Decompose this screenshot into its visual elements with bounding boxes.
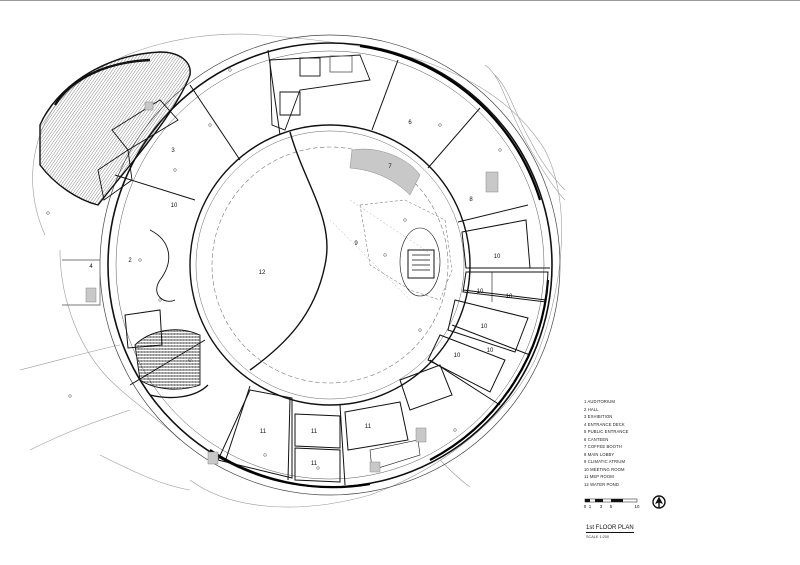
room-label-2: 2 (128, 258, 132, 264)
room-label-10b: 10 (477, 289, 484, 295)
perimeter-walls (209, 44, 550, 489)
legend-item: 1 AUDITORIUM (584, 399, 615, 404)
legend-item: 3 EXHIBITION (584, 414, 613, 419)
room-label-7: 7 (388, 164, 392, 170)
scale-tick: 1 (589, 504, 592, 509)
legend-item: 5 PUBLIC ENTRANCE (584, 429, 629, 434)
auditorium-seating (124, 309, 209, 399)
room-label-8: 8 (469, 197, 473, 203)
meeting-rooms (427, 219, 549, 393)
grey-areas (85, 101, 499, 473)
legend-item: 11 MEP ROOM (584, 474, 614, 479)
scale-tick: 10 (635, 504, 640, 509)
room-label-4: 4 (89, 264, 93, 270)
room-label-10g: 10 (171, 203, 178, 209)
lower-rooms (217, 364, 453, 483)
spiral-stair (399, 227, 441, 297)
legend-item: 8 MAIN LOBBY (584, 451, 615, 457)
legend-item: 10 MEETING ROOM (584, 466, 625, 472)
room-label-11c: 11 (311, 461, 318, 467)
room-label-3: 3 (171, 148, 175, 154)
plan-scale-note: SCALE 1:200 (586, 535, 610, 539)
room-label-11a: 11 (260, 429, 267, 435)
room-label-11d: 11 (365, 424, 372, 430)
room-label-11b: 11 (311, 429, 318, 435)
scale-tick: 3 (600, 504, 603, 509)
legend-item: 7 COFFEE BOOTH (584, 444, 622, 449)
top-core (269, 54, 371, 131)
room-label-12: 12 (259, 270, 266, 276)
scale-tick: 0 (584, 504, 587, 509)
scale-tick: 5 (610, 504, 613, 509)
north-arrow-icon (652, 495, 666, 509)
room-label-6: 6 (408, 120, 412, 126)
room-legend: 1 AUDITORIUM 2 HALL 3 EXHIBITION 4 ENTRA… (584, 398, 629, 488)
scale-bar: 0 1 3 5 10 (584, 498, 640, 509)
room-label-10c: 10 (506, 294, 513, 300)
legend-item: 6 CANTEEN (584, 436, 609, 442)
legend-item: 4 ENTRANCE DECK (584, 421, 625, 427)
legend-item: 9 CLIMATIC ATRIUM (584, 459, 626, 464)
plan-title: 1st FLOOR PLAN (586, 525, 634, 533)
sheet-border (0, 0, 800, 1)
title-block: 1st FLOOR PLAN SCALE 1:200 (586, 516, 634, 539)
room-label-10f: 10 (487, 348, 494, 354)
legend-item: 2 HALL (584, 406, 599, 412)
left-wing (62, 99, 179, 306)
atrium (249, 131, 453, 371)
room-label-10a: 10 (494, 254, 501, 260)
room-label-10d: 10 (481, 324, 488, 330)
room-labels: 2 3 4 6 7 8 9 12 10 10 10 10 10 10 10 11… (89, 120, 513, 467)
legend-item: 12 WATER POND (584, 481, 620, 487)
room-label-10e: 10 (454, 353, 461, 359)
columns (46, 68, 502, 470)
room-label-9: 9 (354, 241, 358, 247)
